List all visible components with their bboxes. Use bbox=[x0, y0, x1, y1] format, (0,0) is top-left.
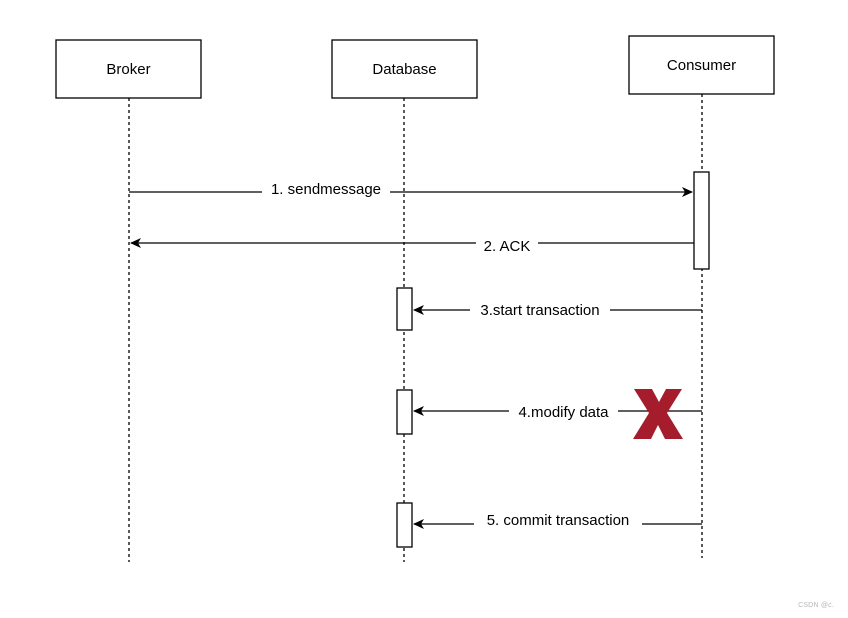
message-1-label-bg bbox=[262, 180, 390, 198]
database-activation-bar-1 bbox=[396, 287, 413, 331]
message-5: 5. commit transaction bbox=[413, 511, 702, 529]
message-5-label: 5. commit transaction bbox=[487, 512, 630, 529]
message-1-label: 1. sendmessage bbox=[271, 181, 381, 198]
participant-broker-box bbox=[55, 39, 202, 99]
participant-consumer-box bbox=[628, 35, 775, 95]
message-1: 1. sendmessage bbox=[129, 180, 693, 198]
participant-database: Database bbox=[331, 39, 478, 99]
database-activation-bar-3 bbox=[396, 502, 413, 548]
database-activation-bar-2 bbox=[396, 389, 413, 435]
message-4: 4.modify data bbox=[413, 402, 702, 421]
consumer-activation-bar bbox=[693, 171, 710, 270]
message-3-label-bg bbox=[470, 301, 610, 319]
message-3: 3.start transaction bbox=[413, 301, 702, 319]
message-5-label-bg bbox=[474, 511, 642, 529]
participant-broker-label: Broker bbox=[106, 61, 150, 78]
message-2: 2. ACK bbox=[130, 236, 694, 255]
participant-broker: Broker bbox=[55, 39, 202, 99]
message-2-label: 2. ACK bbox=[484, 238, 531, 255]
participant-database-label: Database bbox=[372, 61, 436, 78]
message-2-label-bg bbox=[476, 236, 538, 254]
failure-x-icon bbox=[633, 389, 683, 439]
participant-consumer: Consumer bbox=[628, 35, 775, 95]
participant-database-box bbox=[331, 39, 478, 99]
participant-consumer-label: Consumer bbox=[667, 57, 736, 74]
message-4-label: 4.modify data bbox=[518, 404, 609, 421]
message-3-label: 3.start transaction bbox=[480, 302, 599, 319]
message-4-label-bg bbox=[509, 402, 618, 420]
watermark: CSDN @c. bbox=[798, 602, 834, 609]
